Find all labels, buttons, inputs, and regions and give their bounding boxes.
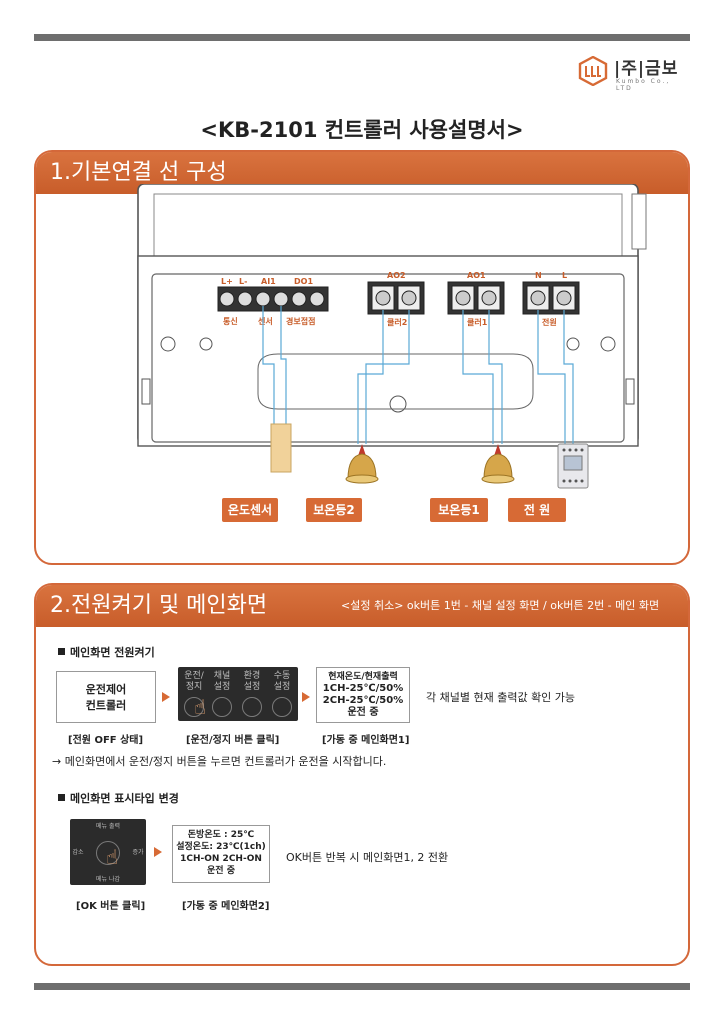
controller-off-box: 운전제어 컨트롤러 (56, 671, 156, 723)
run-stop-button[interactable] (184, 697, 204, 717)
caption-run-stop-click: [운전/정지 버튼 클릭] (186, 735, 280, 746)
label-heat-lamp-2: 보온등2 (306, 498, 362, 522)
pad-label-left: 감소 (72, 849, 84, 856)
terminal-block-power (522, 281, 580, 315)
pointing-hand-icon: ☝ (106, 845, 119, 869)
pad-label-right: 증가 (132, 849, 144, 856)
document-title: <KB-2101 컨트롤러 사용설명서> (200, 118, 524, 142)
main-screen-1-line2: 1CH-25℃/50% (322, 683, 404, 694)
top-rule (34, 34, 690, 41)
temperature-sensor (270, 423, 292, 473)
main-screen-2-line1: 돈방온도 : 25℃ (187, 830, 255, 840)
section2-heading-text: 2.전원켜기 및 메인화면 (50, 593, 268, 618)
arrow-right-icon (154, 847, 162, 857)
main-screen-2-line3: 1CH-ON 2CH-ON (180, 854, 262, 864)
caption-main-screen-1: [가동 중 메인화면1] (322, 735, 410, 746)
terminal-label-ao1: AO1 (467, 271, 486, 280)
section2-heading: 2.전원켜기 및 메인화면 <설정 취소> ok버튼 1번 - 채널 설정 화면… (36, 585, 688, 627)
logo-company-sub: Kumbo Co., LTD (616, 78, 671, 92)
terminal-label-sensor: 센서 (258, 316, 273, 326)
terminal-label-lplus: L+ (221, 277, 233, 286)
section2-cancel-note: <설정 취소> ok버튼 1번 - 채널 설정 화면 / ok버튼 2번 - 메… (341, 599, 660, 612)
main-screen-1: 현재온도/현재출력 1CH-25℃/50% 2CH-25℃/50% 운전 중 (316, 667, 410, 723)
heat-lamp-2 (345, 444, 379, 484)
wiring-diagram: L+ L- AI1 DO1 통신 센서 경보접점 AO2 쿨러2 AO1 쿨러1… (137, 184, 647, 489)
arrow-right-icon (302, 692, 310, 702)
label-heat-lamp-1: 보온등1 (430, 498, 488, 522)
block2-title: 메인화면 표시타입 변경 (58, 790, 179, 806)
terminal-label-comm: 통신 (223, 316, 238, 326)
panel-label-run-stop: 운전/정지 (184, 671, 204, 692)
caption-power-off: [전원 OFF 상태] (68, 735, 144, 746)
note-channel-output: 각 채널별 현재 출력값 확인 가능 (426, 691, 576, 704)
arrow-right-icon (162, 692, 170, 702)
terminal-label-ao2: AO2 (387, 271, 406, 280)
terminal-block-ao1 (447, 281, 505, 315)
label-power: 전 원 (508, 498, 566, 522)
heat-lamp-1 (481, 444, 515, 484)
channel-button[interactable] (212, 697, 232, 717)
section-basic-wiring: 1.기본연결 선 구성 (34, 150, 690, 565)
logo-company-name: |주|금보 (614, 59, 679, 79)
pointing-hand-icon: ☝ (194, 695, 207, 719)
note-run-start: → 메인화면에서 운전/정지 버튼을 누르면 컨트롤러가 운전을 시작합니다. (52, 755, 387, 768)
terminal-label-power: 전원 (542, 317, 557, 327)
pad-label-bottom: 메뉴 나감 (96, 876, 120, 883)
logo-hexagon-icon (578, 56, 608, 86)
power-module (557, 443, 589, 489)
company-logo: |주|금보 Kumbo Co., LTD (578, 54, 690, 92)
main-screen-2-line4: 운전 중 (207, 866, 235, 876)
terminal-label-ai1: AI1 (261, 277, 276, 286)
main-screen-1-line3: 2CH-25℃/50% (322, 695, 404, 706)
block1-title: 메인화면 전원켜기 (58, 644, 155, 660)
main-screen-2: 돈방온도 : 25℃ 설정온도: 23℃(1ch) 1CH-ON 2CH-ON … (172, 825, 270, 883)
controller-off-line2: 컨트롤러 (85, 699, 127, 712)
terminal-label-alarm: 경보접점 (286, 316, 315, 326)
pad-label-top: 메뉴 출력 (96, 823, 120, 830)
terminal-block-left (217, 286, 329, 312)
terminal-label-lminus: L- (239, 277, 247, 286)
ok-button-pad: 메뉴 출력 감소 증가 메뉴 나감 ☝ (70, 819, 146, 885)
note-screen-toggle: OK버튼 반복 시 메인화면1, 2 전환 (286, 851, 449, 864)
main-screen-2-line2: 설정온도: 23℃(1ch) (176, 842, 266, 852)
terminal-label-do1: DO1 (294, 277, 313, 286)
main-screen-1-line1: 현재온도/현재출력 (328, 672, 398, 682)
caption-ok-click: [OK 버튼 클릭] (76, 901, 146, 912)
env-button[interactable] (242, 697, 262, 717)
terminal-label-cooler2: 쿨러2 (387, 317, 407, 327)
ok-button[interactable] (96, 841, 120, 865)
controller-off-line1: 운전제어 (85, 683, 127, 696)
terminal-label-l: L (562, 271, 567, 280)
section-power-main-screen: 2.전원켜기 및 메인화면 <설정 취소> ok버튼 1번 - 채널 설정 화면… (34, 583, 690, 966)
manual-button[interactable] (272, 697, 292, 717)
main-screen-1-line4: 운전 중 (347, 707, 379, 718)
caption-main-screen-2: [가동 중 메인화면2] (182, 901, 270, 912)
terminal-label-cooler1: 쿨러1 (467, 317, 488, 327)
label-temperature-sensor: 온도센서 (222, 498, 278, 522)
terminal-block-ao2 (367, 281, 425, 315)
terminal-label-n: N (535, 271, 542, 280)
bottom-rule (34, 983, 690, 990)
